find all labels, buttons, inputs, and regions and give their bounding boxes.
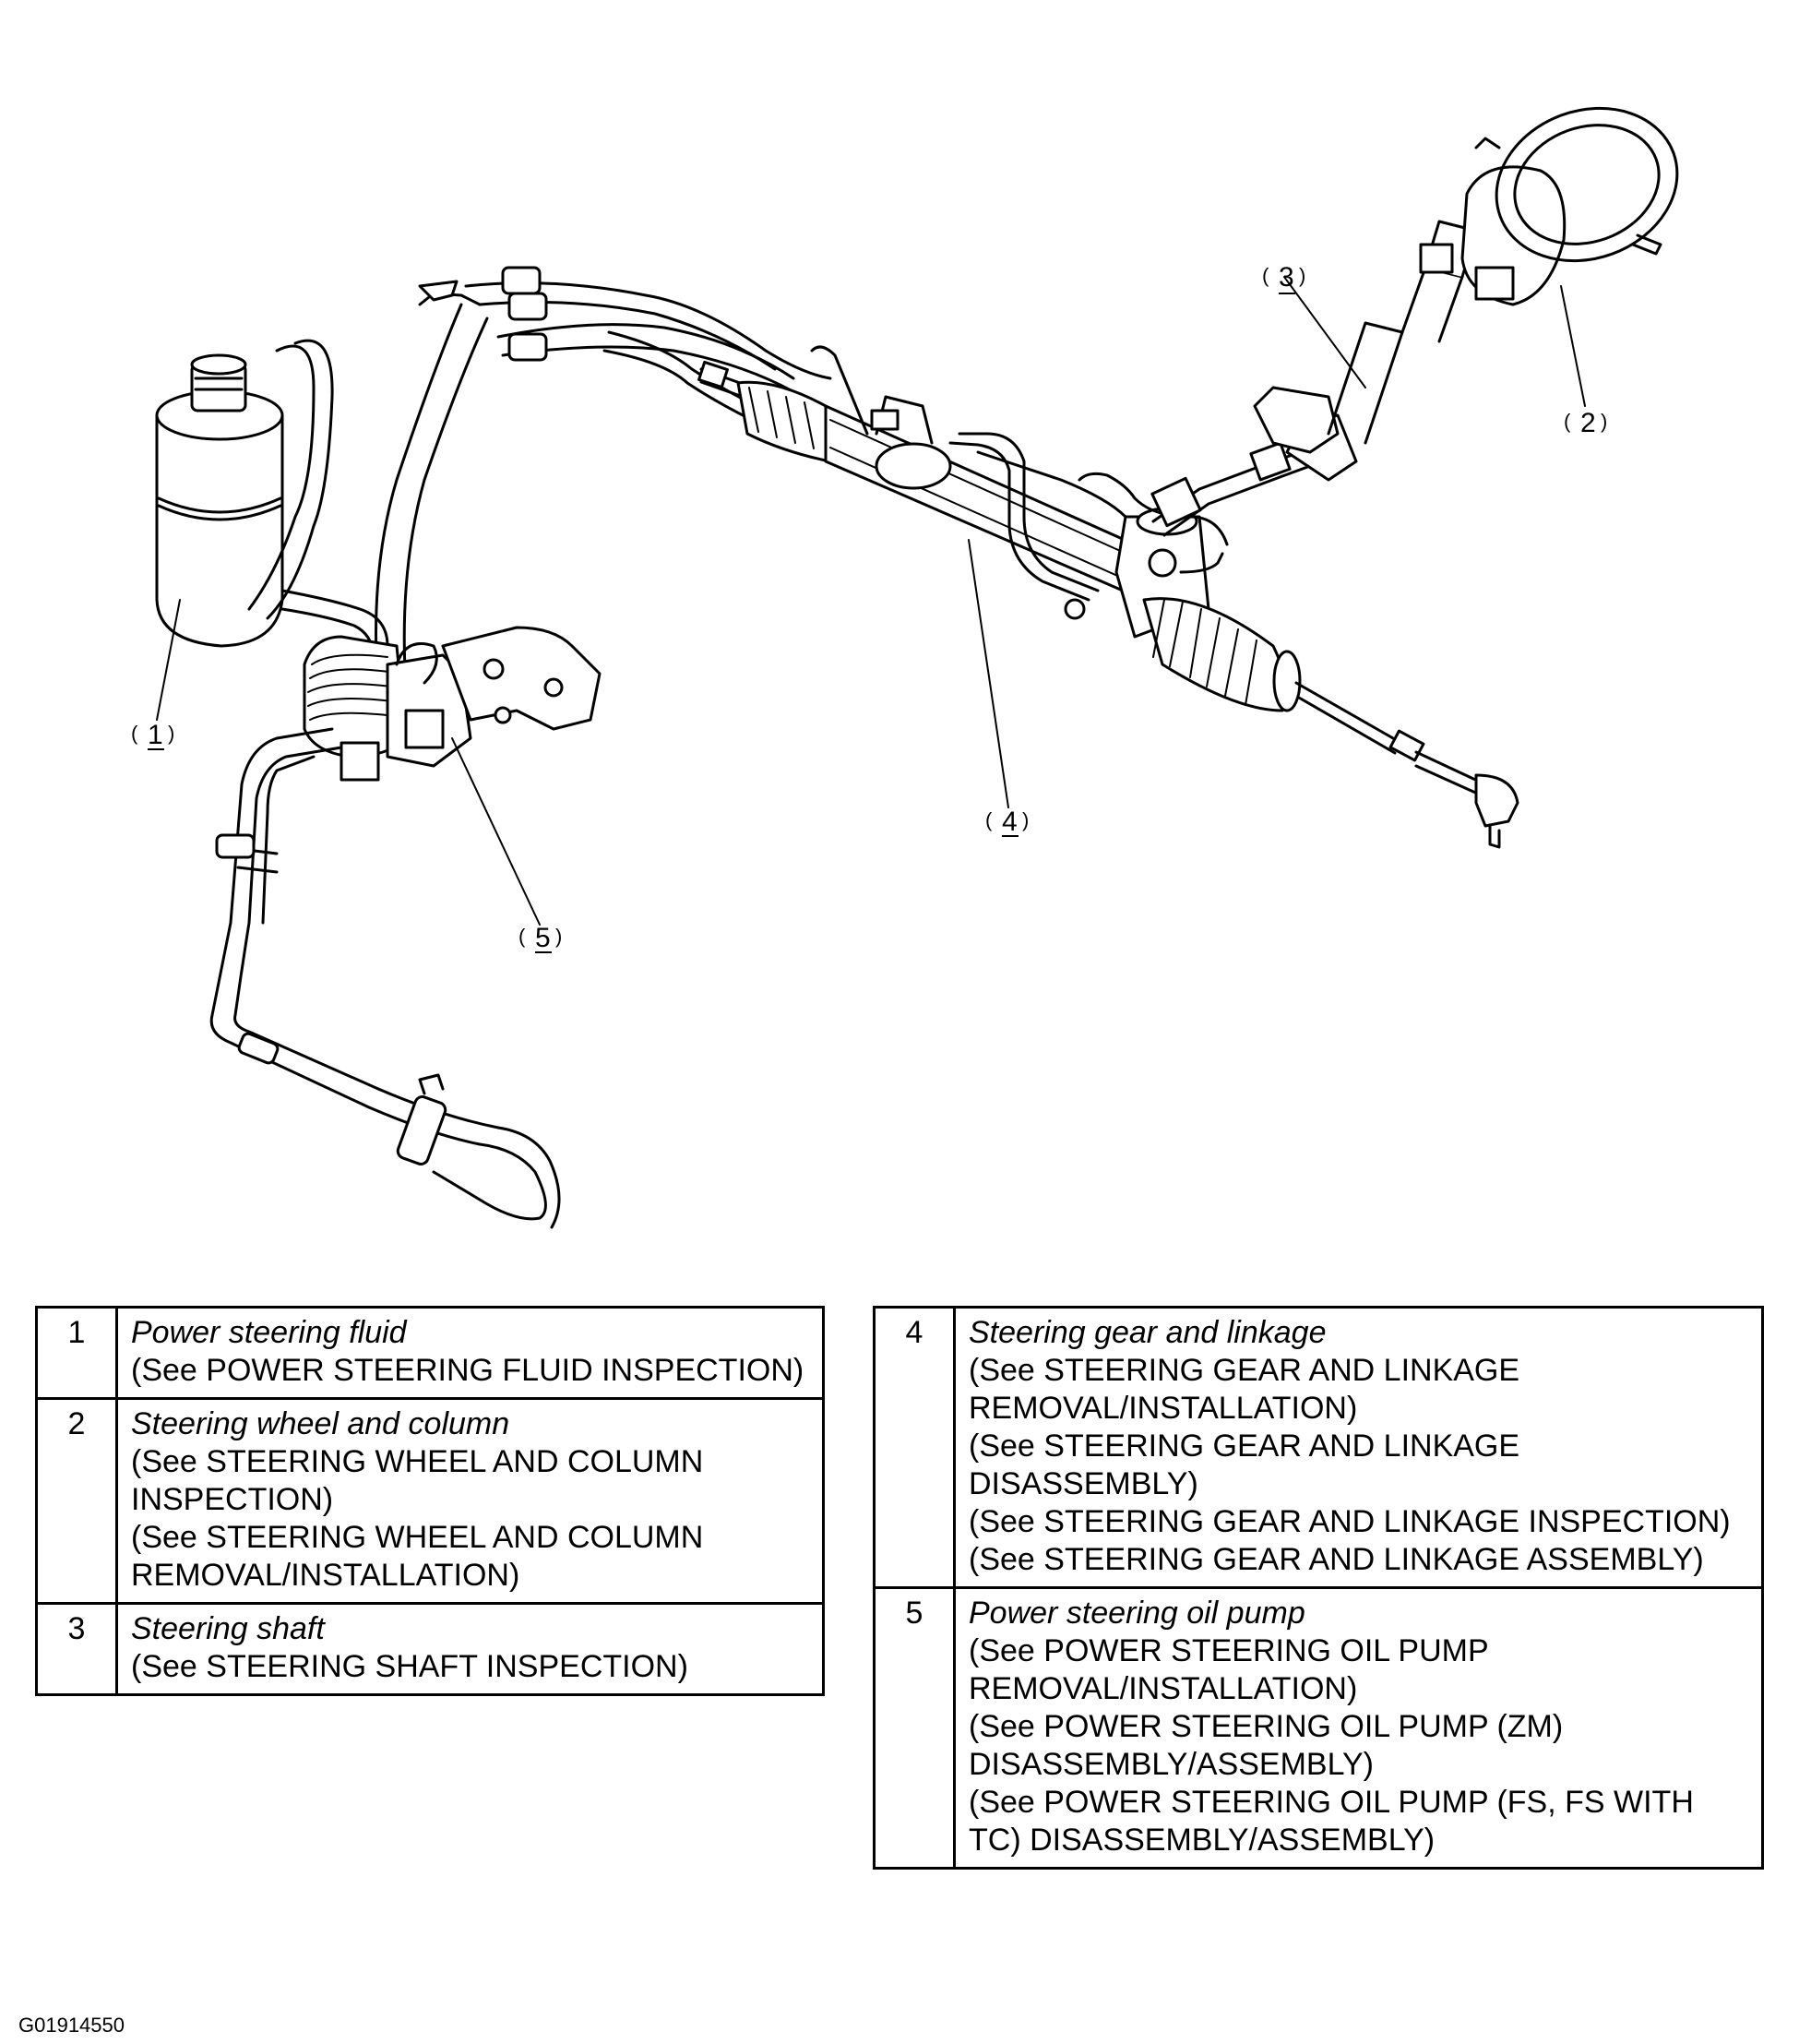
leader-lines	[156, 276, 1586, 926]
svg-text:(: (	[518, 925, 526, 948]
component-name: Power steering fluid	[131, 1315, 407, 1350]
svg-text:(: (	[1262, 264, 1269, 287]
callout-5: ( 5 )	[518, 923, 562, 953]
legend-row: 4 Steering gear and linkage (See STEERIN…	[873, 1306, 1764, 1589]
reference-link[interactable]: (See POWER STEERING OIL PUMP (ZM) DISASS…	[969, 1709, 1564, 1782]
svg-text:): )	[1601, 410, 1607, 433]
svg-text:1: 1	[148, 720, 163, 750]
callout-2: ( 2 )	[1564, 408, 1607, 438]
reference-link[interactable]: (See STEERING WHEEL AND COLUMN REMOVAL/I…	[131, 1520, 704, 1593]
component-name: Steering shaft	[131, 1611, 325, 1646]
legend-number: 3	[35, 1602, 118, 1696]
legend-description: Power steering oil pump (See POWER STEER…	[953, 1586, 1764, 1870]
callout-3: ( 3 )	[1262, 262, 1305, 294]
legend-number: 2	[35, 1397, 118, 1605]
reference-link[interactable]: (See POWER STEERING OIL PUMP REMOVAL/INS…	[969, 1633, 1489, 1706]
reference-link[interactable]: (See STEERING WHEEL AND COLUMN INSPECTIO…	[131, 1444, 704, 1517]
legend-row: 3 Steering shaft (See STEERING SHAFT INS…	[35, 1602, 825, 1696]
component-name: Power steering oil pump	[969, 1596, 1305, 1631]
legend-table-right: 4 Steering gear and linkage (See STEERIN…	[873, 1306, 1764, 1870]
reference-link[interactable]: (See STEERING GEAR AND LINKAGE INSPECTIO…	[969, 1504, 1731, 1539]
reference-link[interactable]: (See STEERING GEAR AND LINKAGE REMOVAL/I…	[969, 1353, 1520, 1426]
steering-gear-and-linkage	[697, 345, 1519, 849]
component-name: Steering wheel and column	[131, 1406, 510, 1441]
svg-text:(: (	[1564, 410, 1571, 433]
leader-4	[968, 539, 1009, 808]
leader-5	[451, 737, 541, 926]
legend-description: Steering gear and linkage (See STEERING …	[953, 1306, 1764, 1589]
legend-number: 5	[873, 1586, 956, 1870]
fluid-reservoir	[155, 353, 284, 648]
legend-row: 2 Steering wheel and column (See STEERIN…	[35, 1397, 825, 1605]
upper-lines	[375, 266, 832, 694]
svg-text:): )	[1022, 808, 1029, 831]
svg-text:3: 3	[1279, 262, 1294, 293]
legend-number: 4	[873, 1306, 956, 1589]
lower-hoses	[209, 727, 561, 1229]
legend-description: Steering wheel and column (See STEERING …	[115, 1397, 825, 1605]
reference-link[interactable]: (See STEERING GEAR AND LINKAGE ASSEMBLY)	[969, 1542, 1704, 1577]
reference-link[interactable]: (See POWER STEERING FLUID INSPECTION)	[131, 1353, 804, 1388]
legend-row: 5 Power steering oil pump (See POWER STE…	[873, 1586, 1764, 1870]
svg-text:(: (	[131, 722, 138, 745]
leader-2	[1560, 285, 1586, 407]
reference-link[interactable]: (See POWER STEERING OIL PUMP (FS, FS WIT…	[969, 1785, 1694, 1858]
leader-3	[1283, 276, 1366, 388]
leader-1	[156, 599, 181, 721]
svg-text:): )	[555, 925, 562, 948]
callout-4: ( 4 )	[985, 807, 1029, 837]
svg-text:4: 4	[1002, 807, 1018, 837]
legend-row: 1 Power steering fluid (See POWER STEERI…	[35, 1306, 825, 1400]
reference-link[interactable]: (See STEERING GEAR AND LINKAGE DISASSEMB…	[969, 1428, 1520, 1501]
legend-number: 1	[35, 1306, 118, 1400]
svg-text:2: 2	[1580, 408, 1596, 438]
callout-1: ( 1 )	[131, 720, 174, 750]
legend-description: Power steering fluid (See POWER STEERING…	[115, 1306, 825, 1400]
legend-description: Steering shaft (See STEERING SHAFT INSPE…	[115, 1602, 825, 1696]
component-name: Steering gear and linkage	[969, 1315, 1327, 1350]
svg-text:): )	[168, 722, 174, 745]
svg-text:): )	[1299, 264, 1305, 287]
reference-link[interactable]: (See STEERING SHAFT INSPECTION)	[131, 1649, 688, 1684]
svg-text:5: 5	[535, 923, 551, 953]
svg-text:(: (	[985, 808, 993, 831]
steering-shaft-and-column	[1150, 106, 1679, 537]
power-steering-oil-pump	[303, 626, 602, 782]
steering-system-diagram: ( 1 ) ( 2 ) ( 3 ) ( 4 ) ( 5 )	[131, 106, 1679, 1229]
legend-table-left: 1 Power steering fluid (See POWER STEERI…	[35, 1306, 825, 1696]
figure-id: G01914550	[18, 2014, 125, 2037]
